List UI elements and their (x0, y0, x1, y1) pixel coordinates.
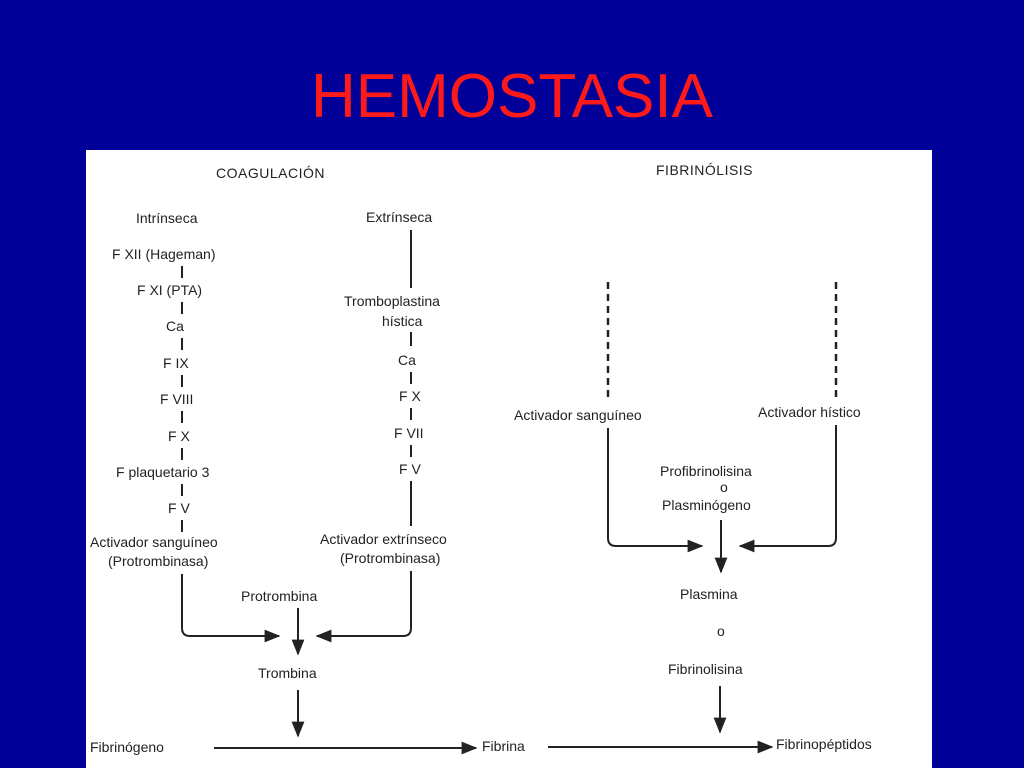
plasmin-or: o (717, 623, 725, 639)
intrinsic-step-4: F IX (163, 355, 189, 371)
diagram-canvas: COAGULACIÓN FIBRINÓLISIS Intrínseca F XI… (90, 162, 872, 755)
intrinsic-step-6: F X (168, 428, 190, 444)
plasmin-label: Plasmina (680, 586, 738, 602)
extrinsic-step-4: F V (399, 461, 421, 477)
intrinsic-step-8: F V (168, 500, 190, 516)
intrinsic-step-3: Ca (166, 318, 184, 334)
intrinsic-to-thrombin-arrow (181, 574, 281, 643)
fibrin-label: Fibrina (482, 738, 525, 754)
intrinsic-label: Intrínseca (136, 210, 198, 226)
fibrinopeptides-label: Fibrinopéptidos (776, 736, 872, 752)
tromboplastin-label: Tromboplastina (344, 293, 440, 309)
intrinsic-step-1: F XII (Hageman) (112, 246, 215, 262)
slide-title: HEMOSTASIA (311, 62, 713, 131)
thrombin-label: Trombina (258, 665, 317, 681)
coagulation-heading: COAGULACIÓN (216, 165, 325, 181)
fibrinolysin-label: Fibrinolisina (668, 661, 743, 677)
intrinsic-step-2: F XI (PTA) (137, 282, 202, 298)
blood-activator-label: Activador sanguíneo (514, 407, 642, 423)
extrinsic-step-1: Ca (398, 352, 416, 368)
extrinsic-activator: Activador extrínseco (320, 531, 447, 547)
intrinsic-step-7: F plaquetario 3 (116, 464, 210, 480)
fibrinogen-label: Fibrinógeno (90, 739, 164, 755)
extrinsic-label: Extrínseca (366, 209, 432, 225)
prothrombin-label: Protrombina (241, 588, 317, 604)
extrinsic-to-thrombin-arrow (315, 571, 412, 643)
intrinsic-activator-sub: (Protrombinasa) (108, 553, 208, 569)
blood-activator-arrow (607, 428, 704, 553)
tromboplastin-label-2: hística (382, 313, 423, 329)
fibrinolysis-heading: FIBRINÓLISIS (656, 162, 753, 178)
extrinsic-activator-sub: (Protrombinasa) (340, 550, 440, 566)
extrinsic-step-2: F X (399, 388, 421, 404)
intrinsic-activator: Activador sanguíneo (90, 534, 218, 550)
tissue-activator-arrow (738, 425, 837, 553)
tissue-activator-label: Activador hístico (758, 404, 861, 420)
profibrinolysin-or: o (720, 479, 728, 495)
intrinsic-step-5: F VIII (160, 391, 193, 407)
extrinsic-step-3: F VII (394, 425, 424, 441)
profibrinolysin-label: Profibrinolisina (660, 463, 752, 479)
plasminogen-label: Plasminógeno (662, 497, 751, 513)
hemostasis-diagram: COAGULACIÓN FIBRINÓLISIS Intrínseca F XI… (86, 150, 932, 768)
